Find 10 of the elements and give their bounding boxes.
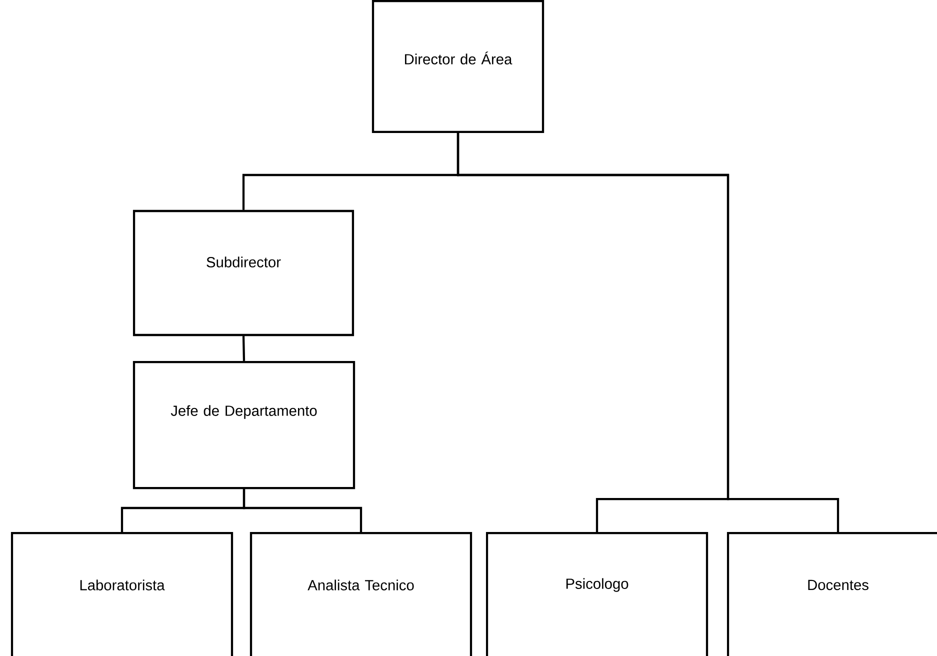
connector-line — [456, 133, 840, 532]
org-box: Laboratorista — [10, 532, 234, 656]
org-box: Docentes — [726, 532, 937, 656]
org-box: Subdirector — [132, 210, 354, 336]
org-box: Jefe de Departamento — [132, 360, 356, 490]
connector-line — [242, 336, 246, 361]
org-box: Analista Tecnico — [250, 532, 472, 656]
connector-line — [242, 489, 362, 532]
org-box: Psicologo — [486, 532, 708, 656]
org-box: Director de Área — [372, 0, 544, 134]
